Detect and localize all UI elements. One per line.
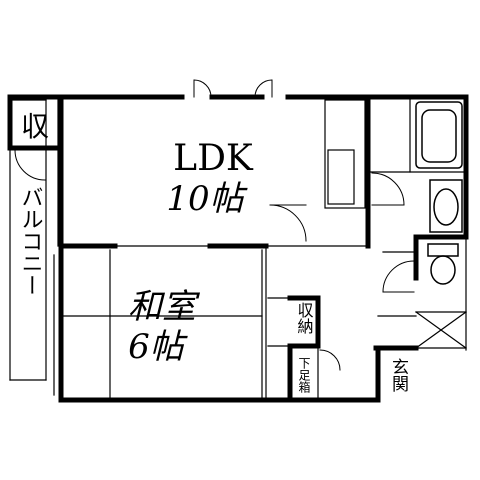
washitsu-name-label: 和室 bbox=[128, 287, 201, 327]
storage-label: 収 bbox=[21, 110, 49, 143]
shoe-box-label: 下足箱 bbox=[297, 357, 311, 393]
washitsu-size-label: 6帖 bbox=[128, 327, 189, 367]
kitchen-counter bbox=[324, 99, 366, 209]
outer-walls bbox=[7, 94, 469, 403]
ldk-name-label: LDK bbox=[173, 138, 254, 179]
entrance-label: 玄関 bbox=[388, 358, 408, 392]
door-swings bbox=[14, 79, 415, 371]
bathtub bbox=[415, 101, 463, 169]
balcony-label: バルコニー bbox=[18, 186, 43, 296]
ldk-size-label: 10帖 bbox=[166, 179, 248, 219]
balcony-windows bbox=[53, 99, 59, 396]
interior-lines bbox=[9, 99, 467, 399]
closet-label: 収納 bbox=[295, 302, 314, 335]
wash-basin bbox=[429, 179, 463, 233]
toilet bbox=[427, 243, 459, 285]
